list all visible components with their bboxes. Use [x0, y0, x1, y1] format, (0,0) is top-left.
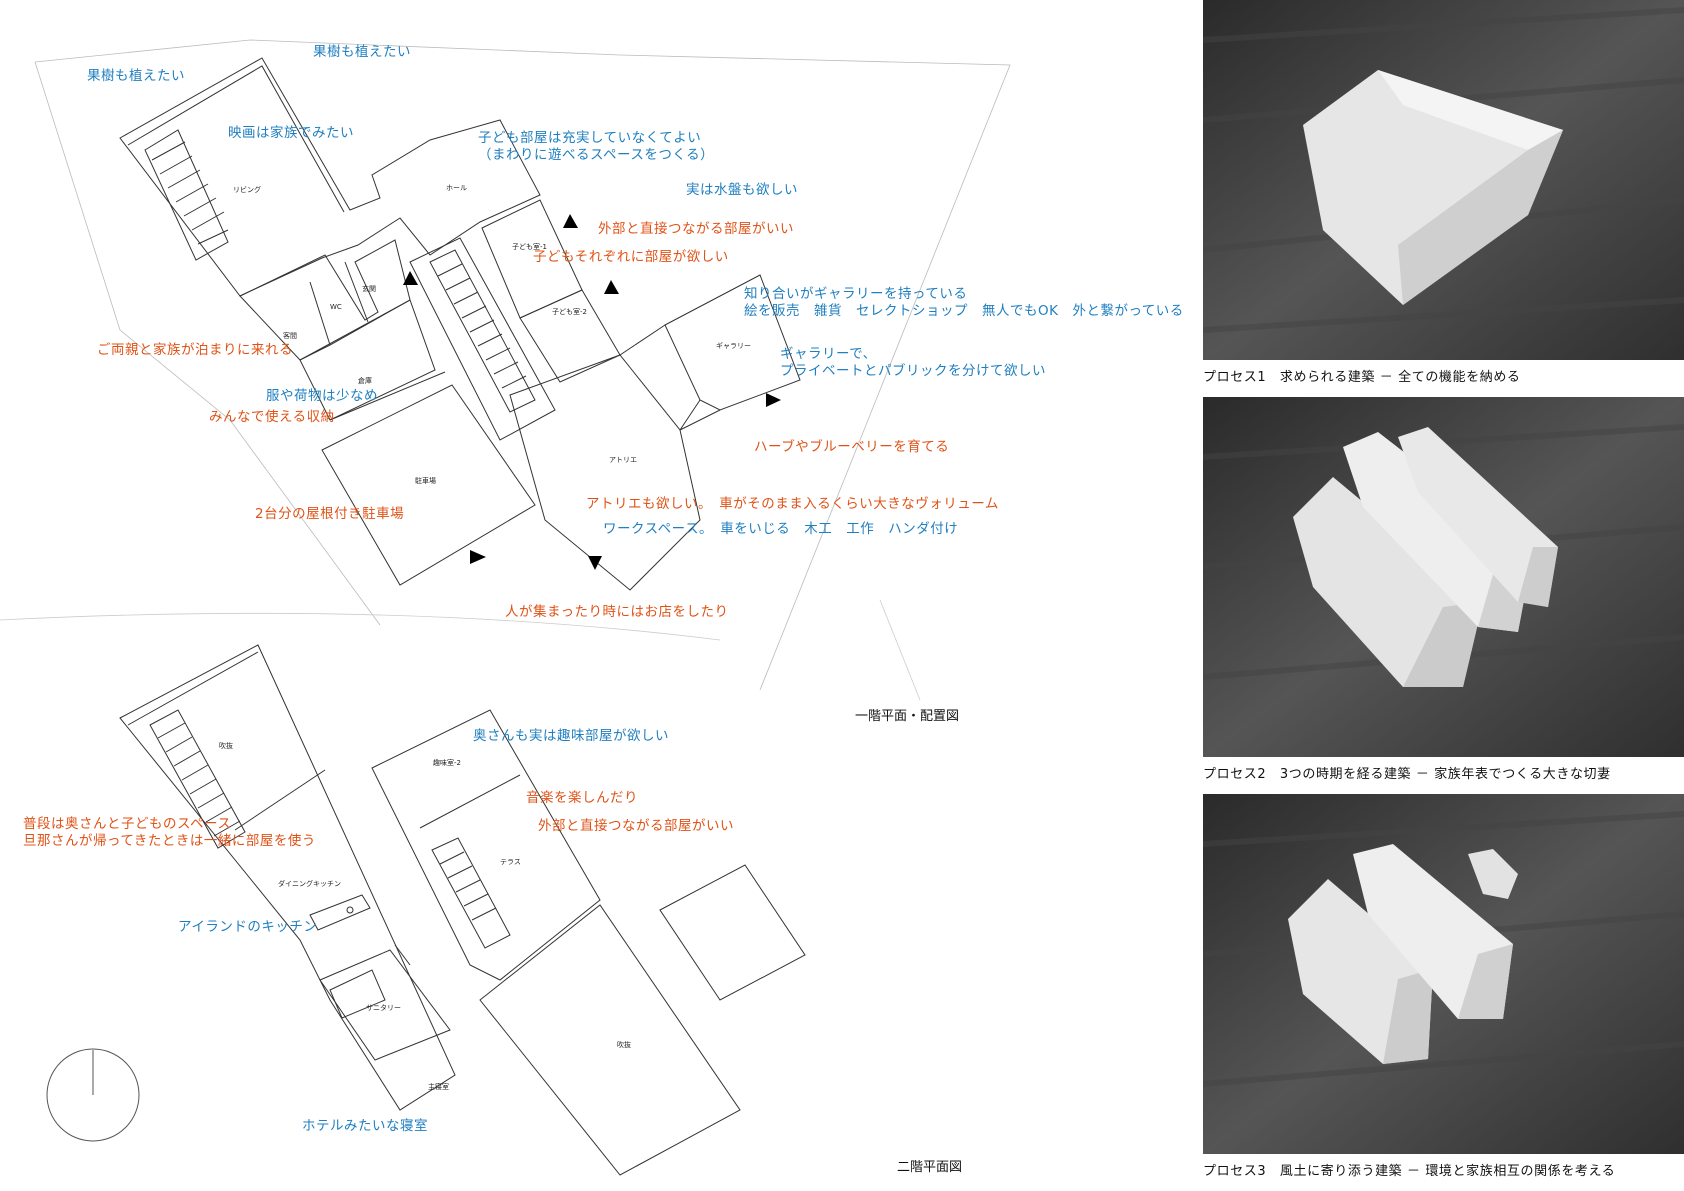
room-gallery: ギャラリー	[716, 342, 751, 350]
note-usual-space: 普段は奥さんと子どものスペース 旦那さんが帰ってきたときは一緒に部屋を使う	[23, 816, 316, 849]
floor-plans-drawing	[0, 39, 1011, 1176]
note-water-basin: 実は水盤も欲しい	[686, 182, 798, 198]
room-sanitary: サニタリー	[366, 1004, 401, 1012]
foam-model-3c	[1468, 849, 1518, 899]
note-hotel-bedroom: ホテルみたいな寝室	[302, 1118, 428, 1134]
note-enjoy-music: 音楽を楽しんだり	[526, 790, 638, 806]
process-caption-3: プロセス3 風土に寄り添う建築 － 環境と家族相互の関係を考える	[1203, 1164, 1616, 1179]
wall-gallery	[664, 274, 801, 411]
room-hobby2: 趣味室-2	[433, 759, 461, 767]
room-terrace: テラス	[500, 858, 521, 866]
process-photo-1	[1203, 0, 1684, 360]
room-hall: ホール	[446, 184, 467, 192]
room-entrance: 玄関	[362, 285, 376, 293]
room-child2: 子ども室-2	[552, 308, 587, 316]
room-wc: WC	[330, 303, 342, 311]
site-boundary	[34, 39, 1011, 691]
note-gallery-friend: 知り合いがギャラリーを持っている 絵を販売 雑貨 セレクトショップ 無人でもOK…	[744, 286, 1184, 319]
plan-1f-title: 一階平面・配置図	[855, 709, 960, 724]
note-gallery-private-public: ギャラリーで、 プライベートとパブリックを分けて欲しい	[780, 346, 1046, 379]
room-guest: 客間	[283, 332, 297, 340]
note-outside-room-2f: 外部と直接つながる部屋がいい	[538, 818, 734, 834]
note-shared-storage: みんなで使える収納	[209, 409, 335, 425]
room-dining-kitchen: ダイニングキッチン	[278, 880, 341, 888]
note-island-kitchen: アイランドのキッチン	[178, 919, 318, 935]
room-master-bedroom: 主寝室	[428, 1083, 449, 1091]
note-parents-stay: ご両親と家族が泊まりに来れる	[97, 342, 293, 358]
room-void-right: 吹抜	[617, 1041, 631, 1049]
note-outside-room-1f: 外部と直接つながる部屋がいい	[598, 221, 794, 237]
note-atelier-want: アトリエも欲しい。 車がそのまま入るくらい大きなヴォリューム	[586, 496, 999, 512]
room-living: リビング	[233, 186, 261, 194]
process-photo-2	[1203, 397, 1684, 757]
process-photo-3	[1203, 794, 1684, 1154]
process-caption-1: プロセス1 求められる建築 － 全ての機能を納める	[1203, 370, 1521, 385]
wall-2f-right	[371, 709, 601, 981]
room-void-left: 吹抜	[219, 742, 233, 750]
north-mark	[46, 1048, 140, 1142]
plan-2f-title: 二階平面図	[897, 1160, 963, 1175]
note-few-clothes: 服や荷物は少なめ	[266, 388, 378, 404]
note-movie-family: 映画は家族でみたい	[228, 125, 354, 141]
note-kids-each-room: 子どもそれぞれに部屋が欲しい	[533, 249, 729, 265]
note-wife-hobby: 奥さんも実は趣味部屋が欲しい	[473, 728, 669, 744]
foam-model-2b	[1343, 432, 1533, 632]
room-atelier: アトリエ	[609, 456, 637, 464]
note-workspace: ワークスペース。 車をいじる 木工 工作 ハンダ付け	[603, 521, 959, 537]
note-fruit-trees-left: 果樹も植えたい	[87, 68, 185, 84]
room-storage: 倉庫	[358, 377, 372, 385]
foam-model-2c	[1398, 427, 1558, 607]
wall-2f-left	[119, 644, 456, 1111]
room-parking: 駐車場	[415, 477, 436, 485]
wall-living	[119, 57, 541, 297]
note-kids-room-light: 子ども部屋は充実していなくてよい （まわりに遊べるスペースをつくる）	[478, 130, 715, 163]
process-caption-2: プロセス2 3つの時期を経る建築 － 家族年表でつくる大きな切妻	[1203, 767, 1611, 782]
room-child1: 子ども室-1	[512, 243, 547, 251]
wall-parking	[321, 384, 536, 586]
wall-atelier	[509, 354, 701, 591]
note-people-gather: 人が集まったり時にはお店をしたり	[505, 604, 729, 620]
note-herb-blueberry: ハーブやブルーベリーを育てる	[754, 439, 950, 455]
note-carport: 2台分の屋根付き駐車場	[255, 506, 405, 522]
note-fruit-trees-top: 果樹も植えたい	[313, 44, 411, 60]
